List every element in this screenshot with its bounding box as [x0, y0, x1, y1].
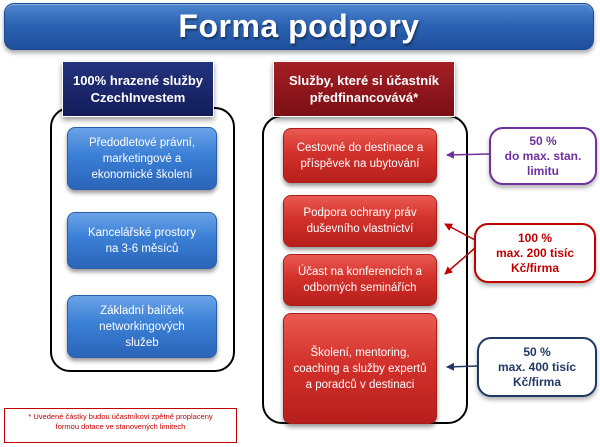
right-column-header: Služby, které si účastník předfinancováv… — [273, 61, 455, 117]
service-training-mentoring: Školení, mentoring, coaching a služby ex… — [283, 313, 437, 424]
service-ip-protection: Podpora ochrany práv duševního vlastnict… — [283, 195, 437, 247]
arrow-to-ip-protection — [444, 223, 476, 241]
title-banner: Forma podpory — [4, 3, 594, 50]
arrow-to-travel — [446, 150, 490, 159]
callout-50-percent-limit: 50 % do max. stan. limitu — [489, 127, 597, 185]
left-column-header: 100% hrazené služby CzechInvestem — [62, 61, 214, 117]
arrow-to-training — [446, 362, 479, 371]
arrow-to-conferences — [444, 247, 476, 275]
page-title: Forma podpory — [178, 8, 420, 44]
service-predeparture-training: Předodletové právní, marketingové a ekon… — [67, 127, 217, 190]
footnote: * Uvedené částky budou účastníkovi zpětn… — [4, 408, 237, 443]
service-conferences: Účast na konferencích a odborných seminá… — [283, 254, 437, 306]
service-office-space: Kancelářské prostory na 3-6 měsíců — [67, 212, 217, 269]
callout-50-percent-400k: 50 % max. 400 tisíc Kč/firma — [477, 337, 597, 397]
service-networking-package: Základní balíček networkingových služeb — [67, 295, 217, 358]
service-travel-accommodation: Cestovné do destinace a příspěvek na uby… — [283, 128, 437, 183]
callout-100-percent-200k: 100 % max. 200 tisíc Kč/firma — [474, 223, 596, 283]
